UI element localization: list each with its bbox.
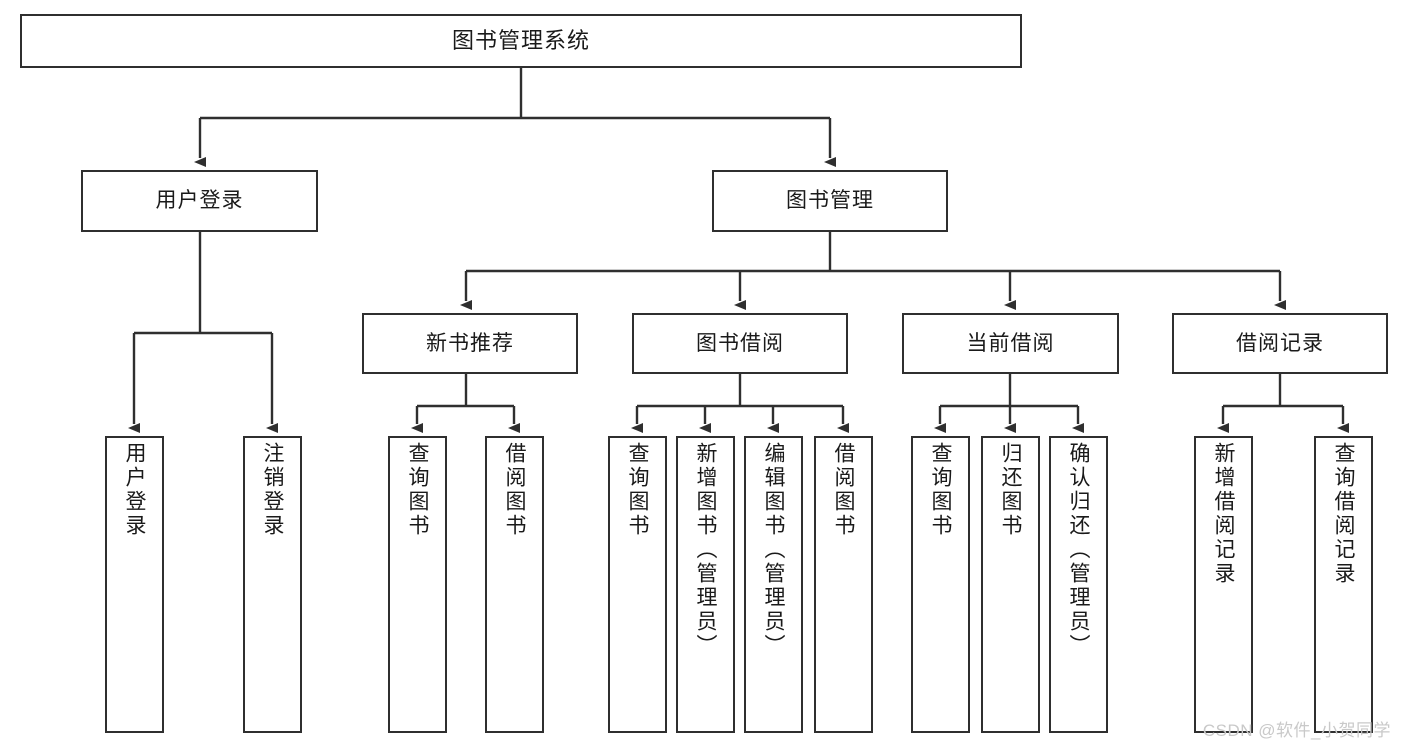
leaf-query-book-current[interactable]: 查询图书: [911, 436, 970, 733]
leaf-return-book[interactable]: 归还图书: [981, 436, 1040, 733]
leaf-query-book-borrowing[interactable]: 查询图书: [608, 436, 667, 733]
leaf-borrow-book-recommendation[interactable]: 借阅图书: [485, 436, 544, 733]
node-label: 图书管理: [786, 189, 874, 213]
node-label: 图书管理系统: [451, 27, 590, 53]
node-new-book-recommendation[interactable]: 新书推荐: [362, 313, 578, 374]
node-label: 归还图书: [999, 442, 1022, 538]
leaf-borrow-book-borrowing[interactable]: 借阅图书: [814, 436, 873, 733]
node-label: 借阅图书: [503, 442, 526, 538]
node-book-borrowing[interactable]: 图书借阅: [632, 313, 848, 374]
leaf-confirm-return-admin[interactable]: 确认归还（管理员）: [1049, 436, 1108, 733]
node-label: 编辑图书（管理员）: [762, 442, 785, 658]
watermark: CSDN @软件_小贺同学: [1202, 721, 1391, 740]
node-label: 当前借阅: [966, 331, 1055, 355]
node-label: 借阅记录: [1236, 331, 1324, 355]
node-label: 借阅图书: [832, 442, 855, 538]
leaf-add-borrow-record[interactable]: 新增借阅记录: [1194, 436, 1253, 733]
node-label: 新书推荐: [426, 331, 514, 355]
node-label: 查询图书: [626, 442, 649, 538]
leaf-query-book-recommendation[interactable]: 查询图书: [388, 436, 447, 733]
node-current-borrowing[interactable]: 当前借阅: [902, 313, 1119, 374]
node-label: 用户登录: [155, 189, 244, 213]
node-label: 查询图书: [929, 442, 952, 538]
node-user-login[interactable]: 用户登录: [81, 170, 318, 232]
node-label: 用户登录: [123, 442, 146, 538]
leaf-user-login[interactable]: 用户登录: [105, 436, 164, 733]
node-label: 新增图书（管理员）: [694, 442, 717, 658]
node-borrowing-record[interactable]: 借阅记录: [1172, 313, 1388, 374]
node-label: 图书借阅: [696, 331, 784, 355]
leaf-add-book-admin[interactable]: 新增图书（管理员）: [676, 436, 735, 733]
leaf-user-logout[interactable]: 注销登录: [243, 436, 302, 733]
node-book-management[interactable]: 图书管理: [712, 170, 948, 232]
node-root-book-management-system[interactable]: 图书管理系统: [20, 14, 1022, 68]
node-label: 确认归还（管理员）: [1067, 442, 1090, 658]
node-label: 查询借阅记录: [1332, 442, 1355, 586]
leaf-edit-book-admin[interactable]: 编辑图书（管理员）: [744, 436, 803, 733]
node-label: 查询图书: [406, 442, 429, 538]
node-label: 新增借阅记录: [1212, 442, 1235, 586]
node-label: 注销登录: [261, 442, 284, 538]
leaf-query-borrow-record[interactable]: 查询借阅记录: [1314, 436, 1373, 733]
